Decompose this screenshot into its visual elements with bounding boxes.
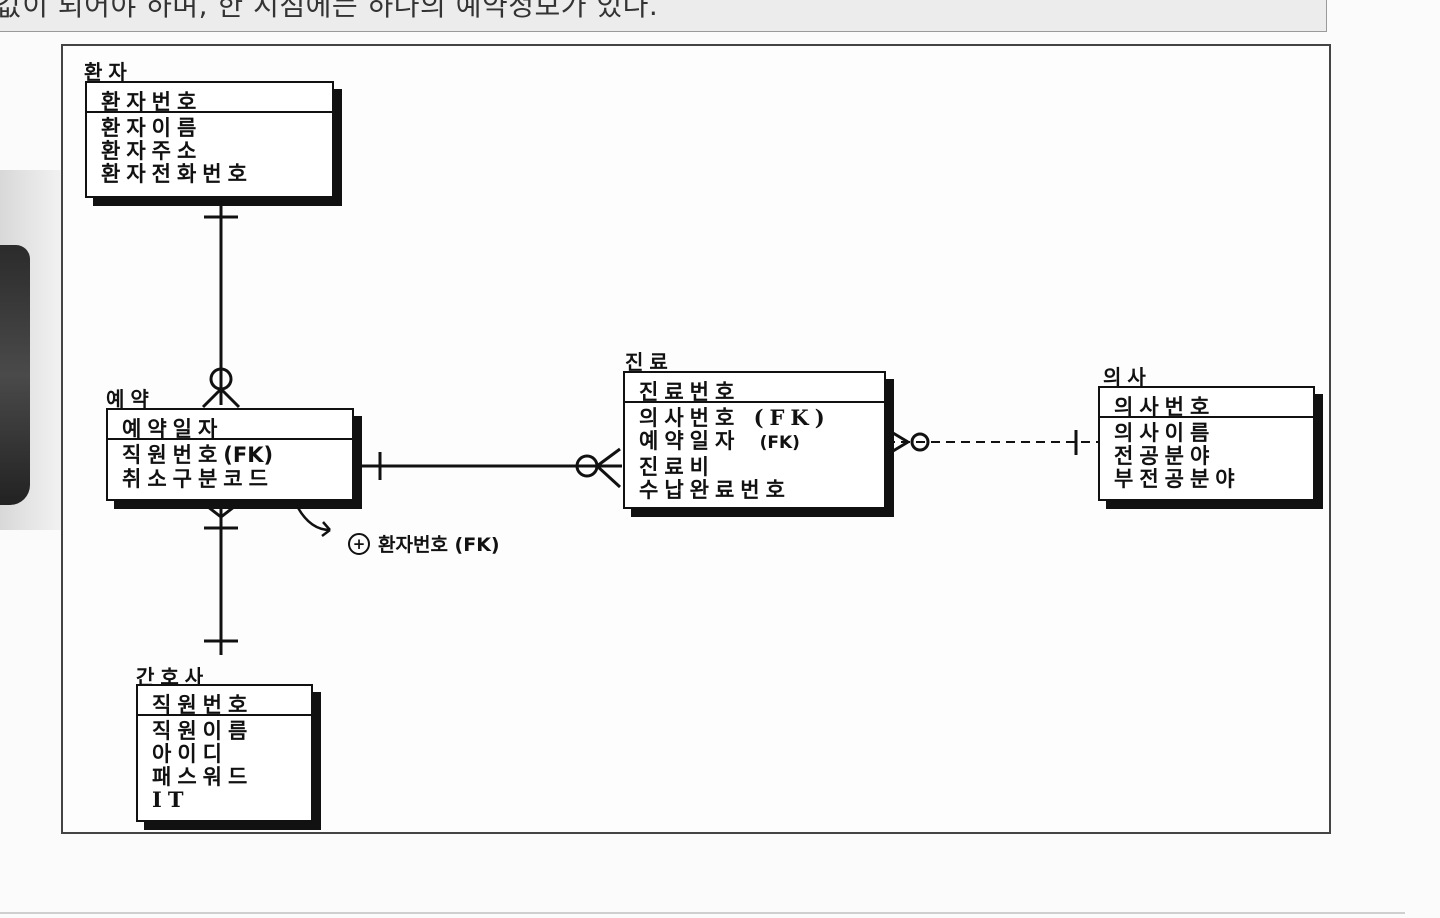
rel-patient-crow-left xyxy=(201,387,223,409)
rel-patient-crow-right xyxy=(219,387,241,409)
note-arrow-head-1 xyxy=(322,521,331,531)
handwritten-note: + 환자번호 (FK) xyxy=(348,530,500,557)
header-text: 값이 되어야 하며, 한 시점에는 하나의 예약정보가 있다. xyxy=(0,0,659,22)
entity-nurse-attrs: 직원이름 아이디 패스워드 IT xyxy=(138,716,311,811)
entity-reservation: 예약일자 직원번호(FK) 취소구분코드 xyxy=(106,408,354,501)
entity-doctor-attr: 의사이름 xyxy=(1114,420,1216,445)
entity-patient-attr: 환자이름 xyxy=(101,115,203,140)
entity-reservation-attrs: 직원번호(FK) 취소구분코드 xyxy=(108,440,352,490)
rel-doctor-crow-bottom xyxy=(892,440,909,453)
entity-treatment-attr: 진료비 xyxy=(639,454,715,479)
entity-doctor-attrs: 의사이름 전공분야 부전공분야 xyxy=(1100,418,1313,490)
entity-treatment-attr-row: 예약일자 (FK) xyxy=(639,429,870,455)
entity-label-reservation: 예약 xyxy=(106,387,155,411)
entity-treatment-attr: 수납완료번호 xyxy=(639,477,791,502)
entity-reservation-attr: 직원번호 xyxy=(122,442,224,467)
rel-reservation-crow-right xyxy=(220,501,240,519)
entity-treatment-attr: 예약일자 xyxy=(639,428,741,453)
handwritten-fk-reservation: (FK) xyxy=(223,443,274,467)
entity-doctor-attr: 부전공분야 xyxy=(1114,466,1241,491)
rel-doctor-crow-top xyxy=(892,431,909,444)
entity-nurse-key: 직원번호 xyxy=(138,686,311,717)
note-arrow xyxy=(295,505,331,532)
page-bottom-rule xyxy=(0,912,1405,914)
entity-patient-attr: 환자전화번호 xyxy=(101,161,253,186)
entity-treatment: 진료번호 의사번호 (FK) 예약일자 (FK) 진료비 수납완료번호 xyxy=(623,371,886,509)
entity-doctor-key: 의사번호 xyxy=(1100,388,1313,419)
note-arrow-head-2 xyxy=(321,529,331,537)
plus-circle-icon: + xyxy=(348,532,370,555)
entity-treatment-attr: 의사번호 (FK) xyxy=(639,405,831,430)
entity-nurse-attr: 아이디 xyxy=(152,741,228,766)
entity-treatment-key: 진료번호 xyxy=(625,373,884,404)
rel-treatment-crow-bottom xyxy=(595,464,622,489)
entity-label-doctor: 의사 xyxy=(1103,365,1152,389)
entity-label-patient: 환자 xyxy=(84,60,133,84)
handwritten-note-text: 환자번호 (FK) xyxy=(378,534,500,556)
header-strip: 값이 되어야 하며, 한 시점에는 하나의 예약정보가 있다. xyxy=(0,0,1327,32)
entity-patient-key: 환자번호 xyxy=(87,83,332,114)
entity-nurse-attr: IT xyxy=(152,787,190,812)
entity-treatment-attrs: 의사번호 (FK) 예약일자 (FK) 진료비 수납완료번호 xyxy=(625,403,884,501)
entity-patient-attr: 환자주소 xyxy=(101,138,203,163)
rel-doctor-zero-marker xyxy=(910,432,930,452)
handwritten-fk-treatment: (FK) xyxy=(759,433,800,453)
entity-patient-attrs: 환자이름 환자주소 환자전화번호 xyxy=(87,113,332,185)
entity-nurse-attr: 직원이름 xyxy=(152,718,254,743)
entity-label-treatment: 진료 xyxy=(625,350,674,374)
entity-nurse: 직원번호 직원이름 아이디 패스워드 IT xyxy=(136,684,313,822)
entity-reservation-attr-row: 직원번호(FK) xyxy=(122,443,338,467)
rel-reservation-crow-left xyxy=(202,501,222,519)
side-photo-dark-object xyxy=(0,245,30,505)
rel-treatment-crow-top xyxy=(596,447,621,468)
entity-reservation-key: 예약일자 xyxy=(108,410,352,441)
entity-doctor-attr: 전공분야 xyxy=(1114,443,1216,468)
entity-reservation-attr: 취소구분코드 xyxy=(122,466,274,491)
entity-patient: 환자번호 환자이름 환자주소 환자전화번호 xyxy=(85,81,334,198)
entity-doctor: 의사번호 의사이름 전공분야 부전공분야 xyxy=(1098,386,1315,501)
entity-nurse-attr: 패스워드 xyxy=(152,764,254,789)
